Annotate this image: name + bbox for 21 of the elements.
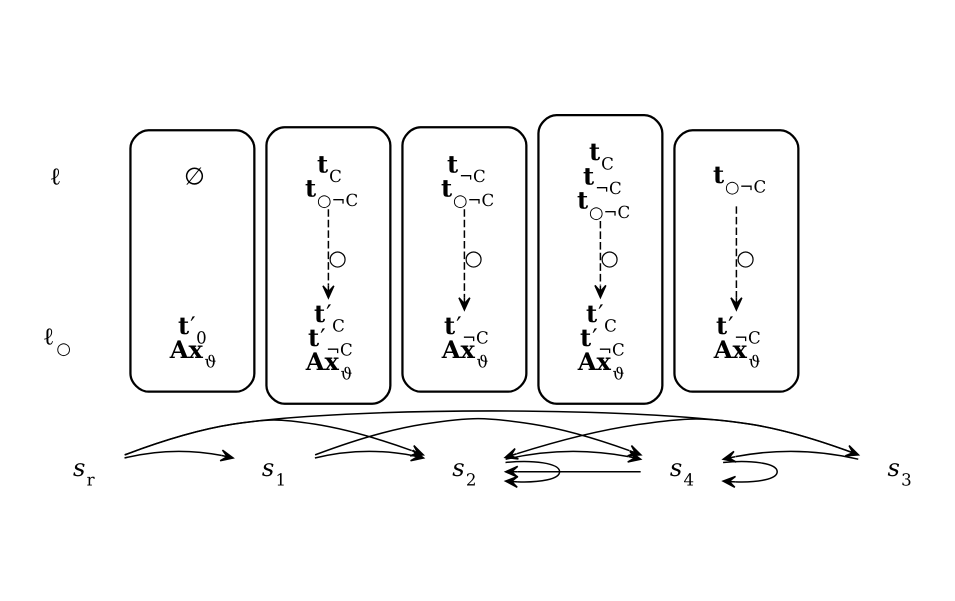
node-text: s$_{4}$ (669, 453, 694, 489)
edge-label: ○ (736, 244, 754, 270)
label: ℓ$_{○}$ (42, 322, 70, 358)
node-text: s$_{3}$ (887, 453, 912, 489)
edge-label: ○ (328, 244, 346, 270)
node-text: t$_{C}$ t$_{¬C}$ t$_{○¬C}$ (576, 136, 630, 222)
node-text: ∅ (184, 162, 205, 190)
node-text: s$_{1}$ (261, 453, 286, 489)
label: ℓ (49, 162, 61, 190)
node-text: t′$_{C}$ t′$_{¬C}$ Ax$_{ϑ}$ (305, 298, 352, 384)
node-text: t$_{¬C}$ t$_{○¬C}$ (440, 148, 494, 210)
node-text: t$_{C}$ t$_{○¬C}$ (304, 148, 358, 210)
node-text: t$_{○¬C}$ (712, 159, 766, 196)
node-text: s$_{2}$ (452, 453, 476, 489)
node-text: s$_{r}$ (72, 453, 94, 489)
edge-label: ○ (464, 244, 482, 270)
node-text: t′$_{¬C}$ Ax$_{ϑ}$ (713, 310, 760, 372)
node-text: t′$_{¬C}$ Ax$_{ϑ}$ (441, 310, 488, 372)
node-text: t′$_{0}$ Ax$_{ϑ}$ (169, 310, 216, 372)
node-text: t′$_{C}$ t′$_{¬C}$ Ax$_{ϑ}$ (577, 298, 624, 384)
edge-label: ○ (600, 244, 618, 270)
